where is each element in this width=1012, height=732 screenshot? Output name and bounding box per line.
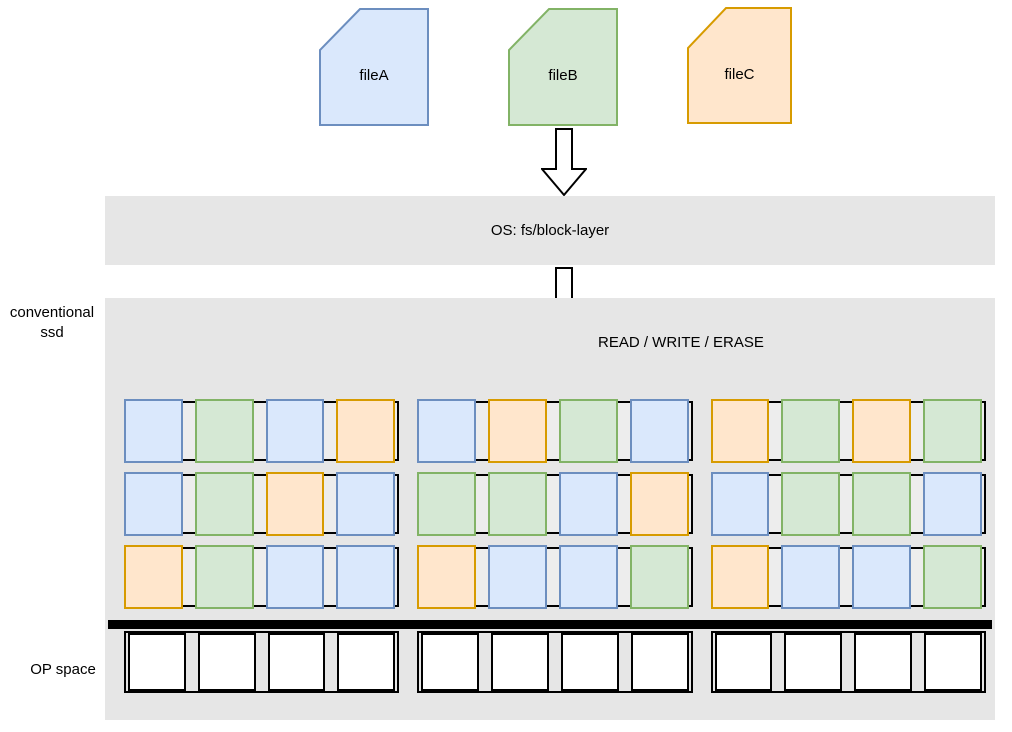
page-cell-white xyxy=(854,633,913,691)
page-cell-green xyxy=(629,545,689,609)
page-cell-white xyxy=(630,633,689,691)
os-block-layer-band: OS: fs/block-layer xyxy=(105,196,995,265)
page-cell-blue xyxy=(124,399,183,463)
page-cell-orange xyxy=(417,545,477,609)
page-cell-green xyxy=(194,399,254,463)
block-group-2-3 xyxy=(710,472,986,536)
page-cell-green xyxy=(194,472,254,536)
page-cell-blue xyxy=(336,545,396,609)
page-cell-green xyxy=(194,545,254,609)
page-cell-orange xyxy=(629,472,689,536)
page-cell-white xyxy=(560,633,619,691)
file-a-polygon-icon xyxy=(319,8,429,126)
file-b-polygon-icon xyxy=(508,8,618,126)
op-space-label: OP space xyxy=(30,661,96,678)
page-cell-green xyxy=(488,472,547,536)
file-b-label: fileB xyxy=(548,67,578,84)
block-group-3-1 xyxy=(124,545,400,609)
conventional-ssd-label: conventional ssd xyxy=(0,303,104,343)
page-cell-blue xyxy=(265,545,325,609)
page-cell-white xyxy=(197,633,256,691)
block-group-2-1 xyxy=(124,472,400,536)
page-cell-green xyxy=(417,472,477,536)
page-cell-white xyxy=(714,633,773,691)
page-cell-orange xyxy=(265,472,325,536)
page-cell-white xyxy=(267,633,326,691)
block-group-1-1 xyxy=(124,399,400,463)
block-group-1-2 xyxy=(417,399,693,463)
page-cell-white xyxy=(128,633,186,691)
page-cell-green xyxy=(781,472,841,536)
read-write-erase-label: READ / WRITE / ERASE xyxy=(598,334,764,351)
page-cell-white xyxy=(784,633,843,691)
page-cell-green xyxy=(923,545,982,609)
op-row xyxy=(124,631,986,693)
page-cell-blue xyxy=(265,399,325,463)
page-cell-blue xyxy=(488,545,547,609)
block-group-2-2 xyxy=(417,472,693,536)
page-cell-white xyxy=(337,633,396,691)
page-cell-green xyxy=(923,399,982,463)
page-cell-orange xyxy=(336,399,396,463)
file-c-shape: fileC xyxy=(686,7,793,125)
page-cell-white xyxy=(421,633,480,691)
conventional-ssd-label-line2: ssd xyxy=(40,324,64,341)
page-cell-blue xyxy=(629,399,689,463)
page-cell-white xyxy=(924,633,982,691)
block-group-1-3 xyxy=(710,399,986,463)
page-cell-orange xyxy=(852,399,912,463)
page-cell-blue xyxy=(781,545,841,609)
page-cell-green xyxy=(558,399,618,463)
ssd-grid xyxy=(124,399,986,620)
file-a-shape: fileA xyxy=(318,8,430,127)
os-band-label: OS: fs/block-layer xyxy=(490,222,610,239)
page-cell-orange xyxy=(710,545,770,609)
page-cell-blue xyxy=(710,472,770,536)
conventional-ssd-label-line1: conventional xyxy=(9,304,95,321)
op-block-group-3 xyxy=(710,631,986,693)
block-row-1 xyxy=(124,399,986,463)
page-cell-green xyxy=(781,399,841,463)
page-cell-blue xyxy=(852,545,912,609)
page-cell-blue xyxy=(124,472,183,536)
page-cell-white xyxy=(491,633,549,691)
conventional-ssd-region xyxy=(105,298,995,720)
file-b-shape: fileB xyxy=(507,8,619,127)
page-cell-orange xyxy=(124,545,183,609)
page-cell-blue xyxy=(923,472,982,536)
block-row-3 xyxy=(124,545,986,609)
page-cell-blue xyxy=(558,472,618,536)
op-block-group-2 xyxy=(417,631,693,693)
file-c-polygon-icon xyxy=(687,7,792,124)
page-cell-orange xyxy=(488,399,547,463)
page-cell-orange xyxy=(710,399,770,463)
block-group-3-3 xyxy=(710,545,986,609)
page-cell-blue xyxy=(417,399,477,463)
file-c-label: fileC xyxy=(724,65,755,83)
page-cell-green xyxy=(852,472,912,536)
file-a-label: fileA xyxy=(359,67,389,84)
page-cell-blue xyxy=(558,545,618,609)
op-block-group-1 xyxy=(124,631,400,693)
down-arrow-icon xyxy=(539,128,589,202)
block-row-2 xyxy=(124,472,986,536)
page-cell-blue xyxy=(336,472,396,536)
op-separator-bar xyxy=(108,620,992,629)
block-group-3-2 xyxy=(417,545,693,609)
